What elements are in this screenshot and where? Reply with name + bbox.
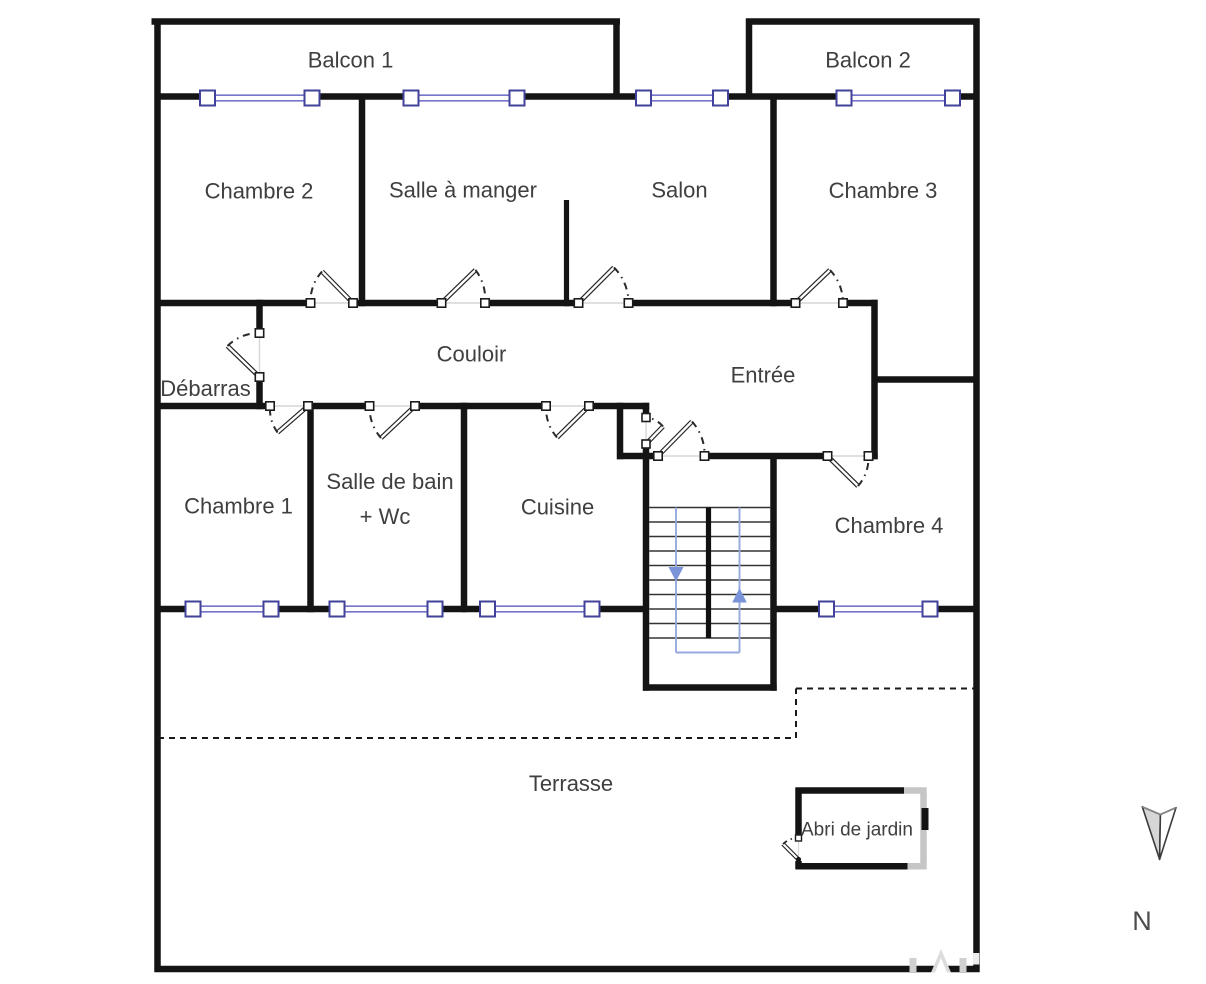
svg-text:N: N: [1132, 906, 1152, 936]
svg-text:Salle à manger: Salle à manger: [389, 178, 537, 203]
svg-text:Terrasse: Terrasse: [529, 771, 613, 796]
svg-text:Chambre 4: Chambre 4: [835, 513, 944, 538]
svg-text:Salon: Salon: [651, 178, 707, 203]
svg-text:Chambre 3: Chambre 3: [829, 178, 938, 203]
svg-text:Balcon 1: Balcon 1: [308, 48, 394, 73]
svg-text:Salle de bain: Salle de bain: [326, 469, 453, 494]
svg-text:Entrée: Entrée: [731, 363, 796, 388]
svg-text:Chambre 2: Chambre 2: [205, 179, 314, 204]
svg-text:Débarras: Débarras: [160, 376, 250, 401]
svg-text:Chambre 1: Chambre 1: [184, 494, 293, 519]
svg-text:Couloir: Couloir: [437, 342, 507, 367]
svg-text:Balcon 2: Balcon 2: [825, 48, 911, 73]
svg-text:Cuisine: Cuisine: [521, 495, 594, 520]
svg-text:Abri de jardin: Abri de jardin: [801, 820, 913, 841]
svg-text:+ Wc: + Wc: [360, 504, 411, 529]
